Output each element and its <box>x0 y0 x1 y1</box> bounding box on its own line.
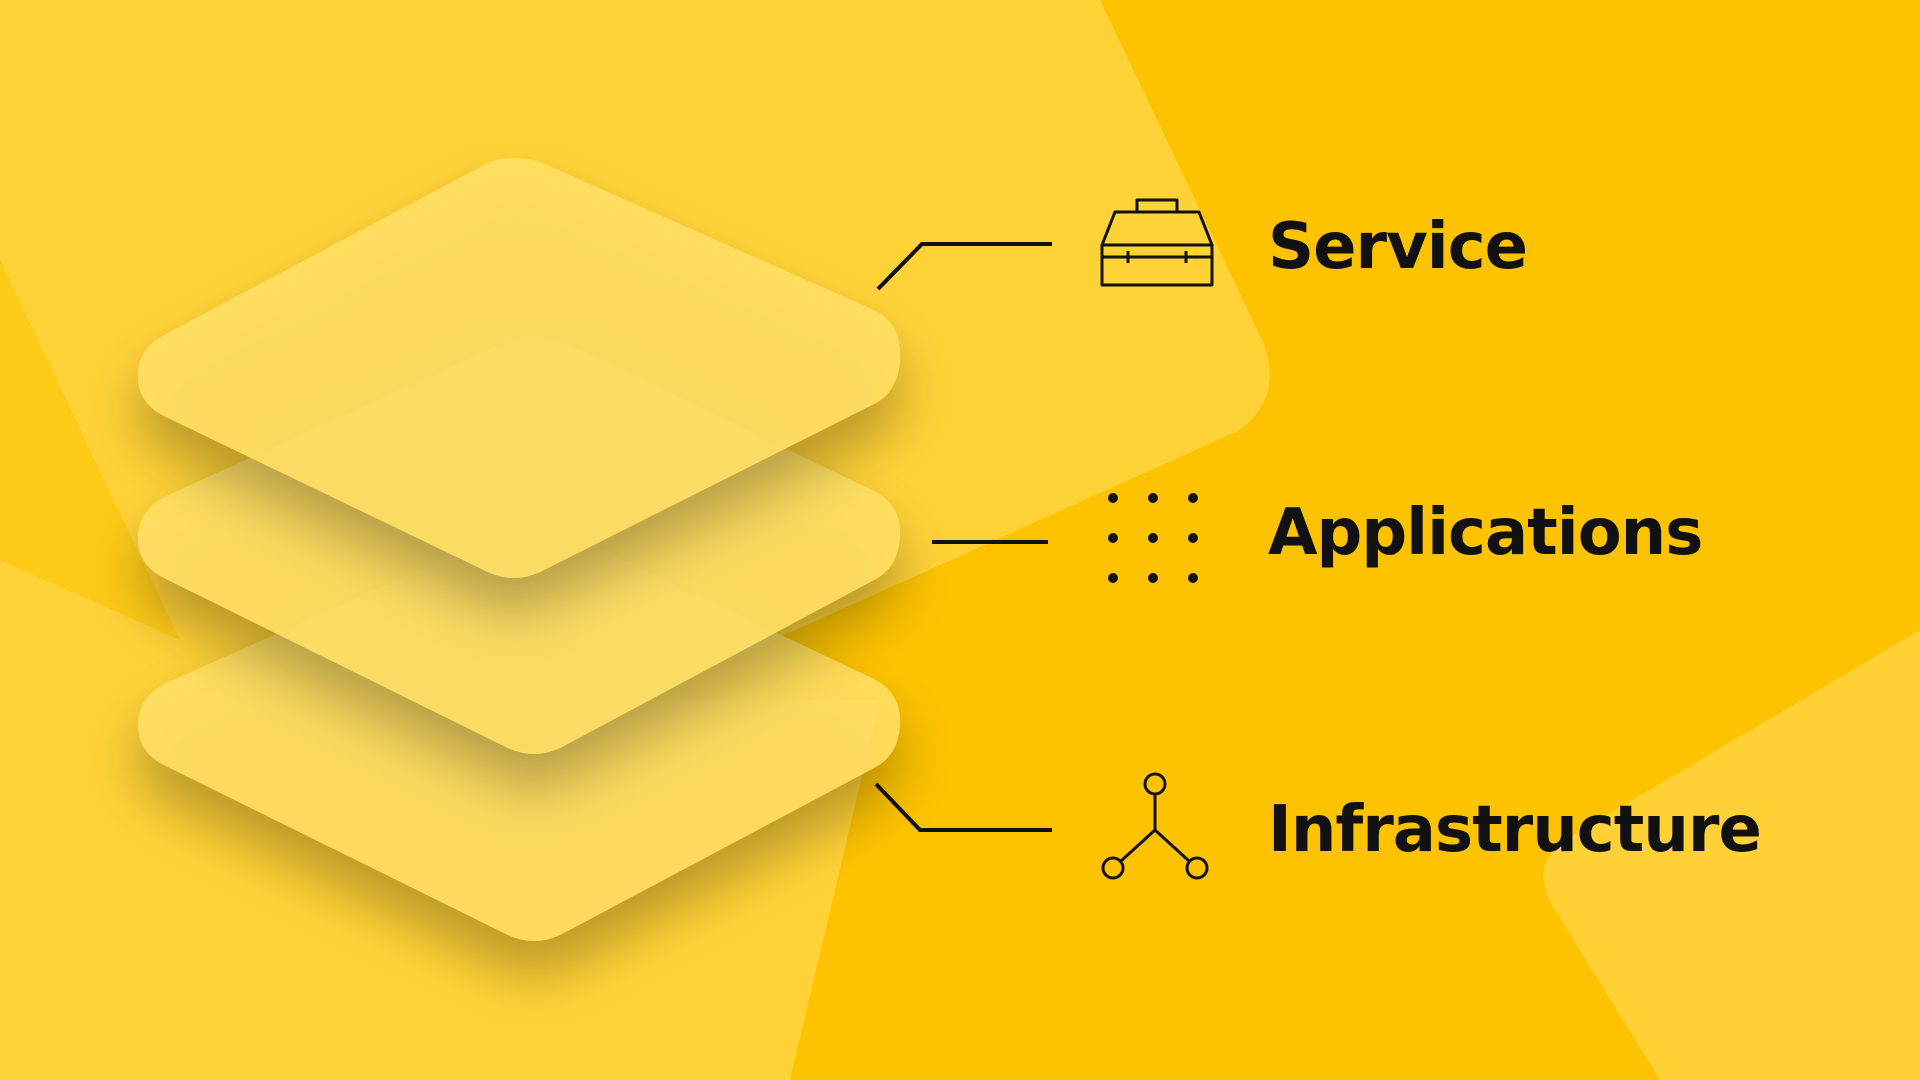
node-network-icon <box>1101 772 1209 880</box>
layer-plate-top <box>138 158 901 578</box>
dot-grid-icon <box>1108 493 1198 583</box>
connector-service <box>876 242 1052 291</box>
toolbox-icon <box>1100 198 1214 287</box>
layer-label-infrastructure: Infrastructure <box>1268 793 1762 867</box>
connector-lines <box>874 242 1052 832</box>
connector-infrastructure <box>874 782 1052 832</box>
background-shape-stripe <box>0 260 180 640</box>
layer-label-applications: Applications <box>1268 496 1703 570</box>
background-shape-corner <box>1543 630 1920 1080</box>
layer-stack <box>138 158 901 941</box>
layer-label-service: Service <box>1268 210 1528 284</box>
